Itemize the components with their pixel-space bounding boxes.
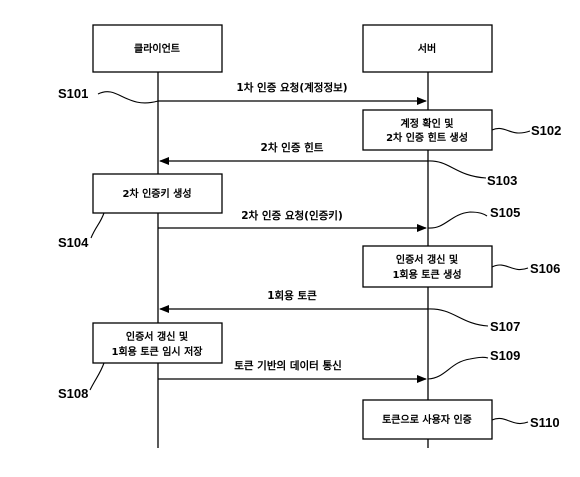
step-label-s107: S107 bbox=[490, 319, 520, 334]
message-4-label: 1회용 토큰 bbox=[267, 289, 317, 302]
leader-s102 bbox=[491, 128, 531, 134]
step-label-s106: S106 bbox=[530, 261, 560, 276]
leader-s101 bbox=[97, 91, 159, 104]
step-label-s103: S103 bbox=[487, 173, 517, 188]
process-box-s110: 토큰으로 사용자 인증 bbox=[362, 399, 493, 440]
process-box-s106-line-2: 1회용 토큰 생성 bbox=[392, 268, 461, 281]
step-label-s108: S108 bbox=[58, 386, 88, 401]
step-label-s102: S102 bbox=[531, 123, 561, 138]
leader-s103 bbox=[427, 160, 487, 179]
leader-s110 bbox=[491, 418, 529, 424]
server-participant-label: 서버 bbox=[418, 42, 436, 55]
leader-s108 bbox=[89, 362, 105, 391]
leader-s107 bbox=[427, 308, 489, 327]
message-3-label: 2차 인증 요청(인증키) bbox=[241, 209, 343, 222]
process-box-s102-line-1: 계정 확인 및 bbox=[401, 117, 454, 130]
process-box-s102-line-2: 2차 인증 힌트 생성 bbox=[386, 131, 468, 144]
message-1-label: 1차 인증 요청(계정정보) bbox=[236, 81, 347, 94]
leader-s109 bbox=[427, 356, 489, 380]
process-box-s108-line-2: 1회용 토큰 임시 저장 bbox=[111, 345, 203, 358]
process-box-s108: 인증서 갱신 및 1회용 토큰 임시 저장 bbox=[92, 322, 223, 364]
process-box-s106-line-1: 인증서 갱신 및 bbox=[396, 253, 458, 266]
leader-s105 bbox=[427, 211, 488, 229]
leader-s104 bbox=[90, 212, 105, 239]
process-box-s102: 계정 확인 및 2차 인증 힌트 생성 bbox=[362, 109, 493, 151]
process-box-s106: 인증서 갱신 및 1회용 토큰 생성 bbox=[362, 245, 493, 288]
leader-s106 bbox=[491, 264, 529, 270]
process-box-s110-line-1: 토큰으로 사용자 인증 bbox=[382, 413, 472, 426]
process-box-s108-line-1: 인증서 갱신 및 bbox=[126, 330, 188, 343]
process-box-s104: 2차 인증키 생성 bbox=[92, 173, 223, 214]
message-5-label: 토큰 기반의 데이터 통신 bbox=[234, 359, 342, 372]
step-label-s110: S110 bbox=[530, 415, 560, 430]
step-label-s104: S104 bbox=[58, 235, 89, 250]
step-label-s101: S101 bbox=[58, 86, 88, 101]
client-participant-label: 클라이언트 bbox=[134, 42, 180, 55]
message-2-label: 2차 인증 힌트 bbox=[261, 141, 324, 154]
client-participant-box: 클라이언트 bbox=[92, 24, 223, 73]
step-label-s109: S109 bbox=[490, 348, 520, 363]
process-box-s104-line-1: 2차 인증키 생성 bbox=[122, 187, 191, 200]
server-participant-box: 서버 bbox=[362, 24, 493, 73]
step-label-s105: S105 bbox=[490, 205, 520, 220]
